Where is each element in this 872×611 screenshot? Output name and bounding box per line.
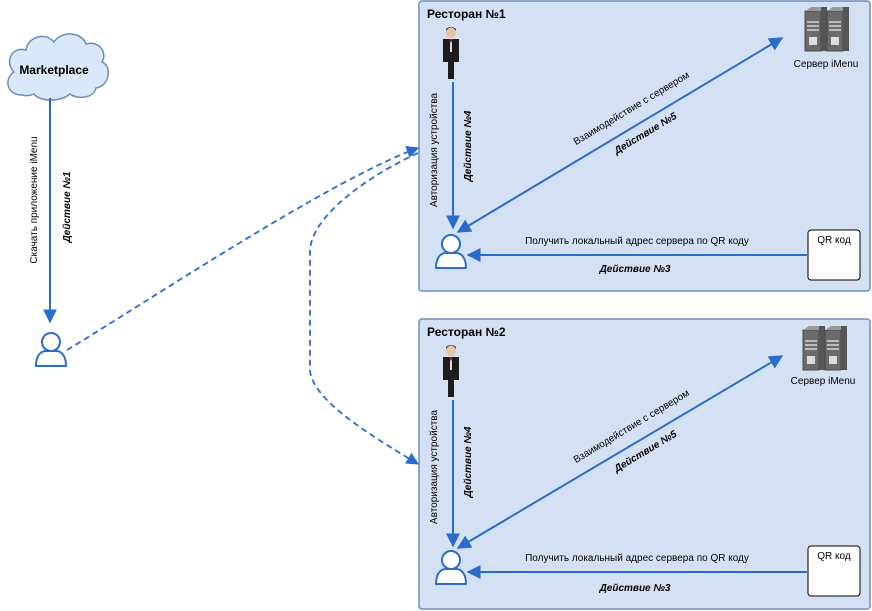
restaurant-1-title: Ресторан №1 <box>427 7 506 21</box>
download-action: Действие №1 <box>62 171 73 243</box>
qr-label-2: QR код <box>817 551 851 562</box>
auth-label-1: Авторизация устройства <box>429 93 440 208</box>
qr-box-1[interactable]: QR код <box>807 229 861 281</box>
server-icon <box>802 325 848 371</box>
server-label-1: Сервер iMenu <box>794 59 859 70</box>
action4-label-2: Действие №4 <box>463 426 474 498</box>
restaurant-1-panel <box>418 0 871 292</box>
download-label: Скачать приложение iMenu <box>29 136 40 263</box>
qr-box-2[interactable]: QR код <box>807 545 861 597</box>
restaurant-2-panel <box>418 318 871 610</box>
server-1[interactable] <box>804 6 850 52</box>
server-icon <box>804 6 850 52</box>
get-addr-label-2: Получить локальный адрес сервера по QR к… <box>525 553 749 564</box>
dashed-arrow-to-r2 <box>309 152 420 465</box>
interact-arrow-2 <box>456 355 784 549</box>
server-2[interactable] <box>802 325 848 371</box>
action3-label-2: Действие №3 <box>599 583 671 594</box>
get-addr-label-1: Получить локальный адрес сервера по QR к… <box>525 236 749 247</box>
user-icon <box>35 332 67 367</box>
dashed-arrow-to-r1 <box>66 145 420 351</box>
marketplace-cloud[interactable]: Marketplace <box>7 33 109 101</box>
auth-label-2: Авторизация устройства <box>429 410 440 525</box>
action3-label-1: Действие №3 <box>599 264 671 275</box>
action4-label-1: Действие №4 <box>463 110 474 182</box>
interact-arrow-1 <box>456 37 784 233</box>
marketplace-label: Marketplace <box>19 63 89 77</box>
qr-label-1: QR код <box>817 235 851 246</box>
restaurant-2-title: Ресторан №2 <box>427 325 506 339</box>
server-label-2: Сервер iMenu <box>791 376 856 387</box>
user-outside[interactable] <box>35 332 67 367</box>
